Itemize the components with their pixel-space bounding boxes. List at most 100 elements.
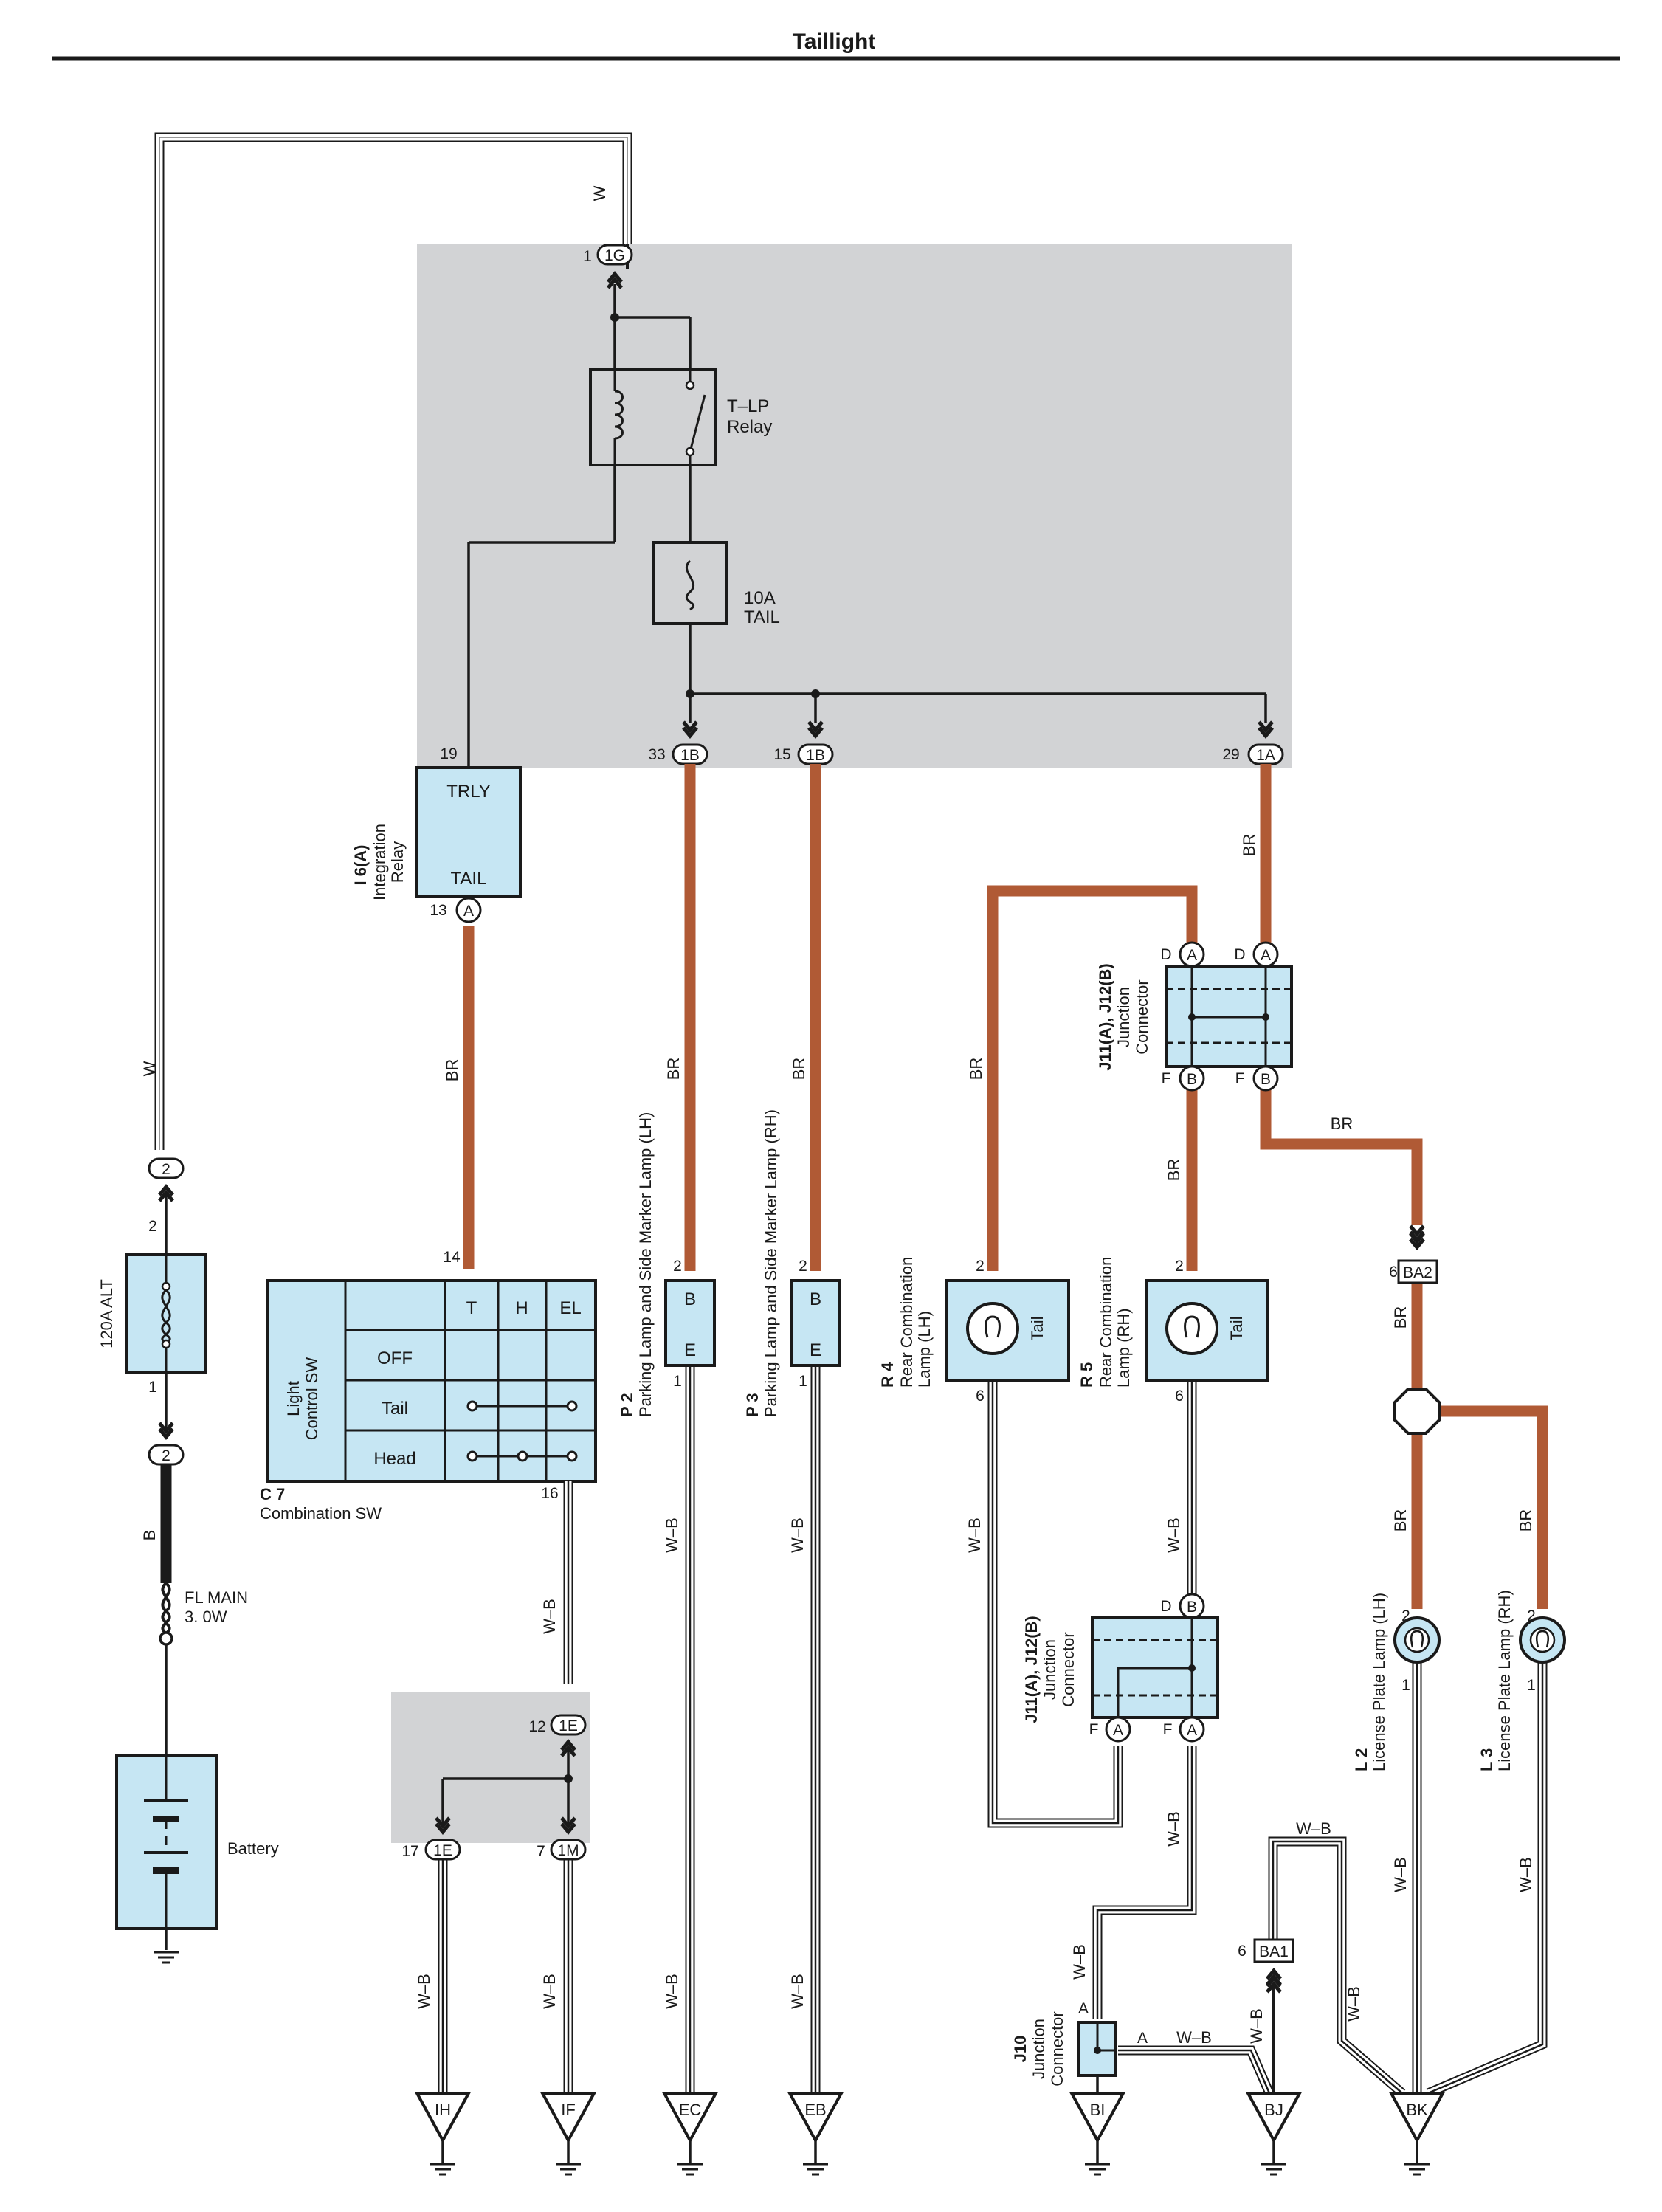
pin-15: 15 bbox=[773, 746, 790, 763]
pin-2-r4: 2 bbox=[976, 1258, 985, 1275]
br-splice bbox=[1393, 1388, 1441, 1435]
wb-label-14: W–B bbox=[1296, 1819, 1331, 1838]
license-lh-code: L 2 bbox=[1352, 1748, 1370, 1771]
rear-rh-tail: Tail bbox=[1227, 1316, 1246, 1340]
fuse-120a-alt bbox=[125, 1253, 207, 1374]
parking-lh-code: P 2 bbox=[618, 1393, 636, 1417]
connector-1g-label: 1G bbox=[604, 247, 625, 264]
junction-connector-top bbox=[1165, 965, 1293, 1068]
pin-6-ba2: 6 bbox=[1389, 1264, 1398, 1281]
rear-rh-name2: Lamp (RH) bbox=[1114, 1308, 1133, 1388]
tlp-relay bbox=[589, 368, 717, 466]
connector-1b-b-label: 1B bbox=[806, 747, 825, 764]
pin-1-alt: 1 bbox=[148, 1379, 157, 1396]
license-rh-name: License Plate Lamp (RH) bbox=[1495, 1590, 1514, 1771]
pin-6-ba1: 6 bbox=[1238, 1943, 1246, 1960]
jc-top-pin-b1 bbox=[1179, 1065, 1205, 1092]
parking-lamp-lh bbox=[664, 1279, 716, 1367]
ground-bi-label: BI bbox=[1090, 2101, 1106, 2119]
jc-top-pin-b2 bbox=[1252, 1065, 1279, 1092]
battery bbox=[115, 1754, 218, 1930]
br-label-2: BR bbox=[664, 1058, 683, 1081]
wb-label-8: W–B bbox=[965, 1517, 984, 1553]
ground-bk-label: BK bbox=[1406, 2101, 1428, 2119]
br-label-1: BR bbox=[443, 1059, 461, 1082]
rear-lh-code: R 4 bbox=[878, 1362, 897, 1388]
w-wire-loop bbox=[154, 132, 632, 1150]
ground-if-label: IF bbox=[561, 2101, 576, 2119]
connector-1m bbox=[550, 1839, 587, 1861]
pin-1-l2: 1 bbox=[1401, 1677, 1410, 1694]
license-lh-name: License Plate Lamp (LH) bbox=[1370, 1593, 1388, 1771]
parking-rh-name: Parking Lamp and Side Marker Lamp (RH) bbox=[762, 1109, 780, 1417]
fuse-10a-name: TAIL bbox=[744, 607, 780, 627]
pin-1-p3: 1 bbox=[799, 1373, 807, 1390]
pin-2-p3: 2 bbox=[799, 1258, 807, 1275]
pin-17: 17 bbox=[401, 1843, 418, 1860]
jc-top-pin-b1-label: B bbox=[1187, 1071, 1197, 1088]
license-rh-code: L 3 bbox=[1477, 1748, 1496, 1771]
battery-ground bbox=[152, 1951, 180, 1964]
fusible-link-fl-main bbox=[159, 1582, 173, 1646]
page-title: Taillight bbox=[793, 30, 876, 54]
jc-top-d1: D bbox=[1160, 946, 1171, 963]
pin-14: 14 bbox=[443, 1249, 461, 1266]
j10-code: J10 bbox=[1011, 2036, 1030, 2063]
integration-relay-pin-a-label: A bbox=[463, 903, 474, 920]
integration-relay-tail: TAIL bbox=[451, 869, 487, 889]
jc-low-name2: Connector bbox=[1059, 1632, 1077, 1707]
tlp-relay-name: T–LP bbox=[727, 396, 769, 416]
combo-row-off: OFF bbox=[377, 1348, 413, 1368]
combo-col-t: T bbox=[466, 1298, 477, 1318]
connector-2-bottom-label: 2 bbox=[162, 1447, 170, 1464]
connector-1g bbox=[596, 244, 633, 266]
parking-rh-code: P 3 bbox=[743, 1393, 762, 1417]
parking-rh-b: B bbox=[810, 1289, 821, 1309]
wb-label-1: W–B bbox=[540, 1599, 559, 1634]
combo-side-label-2: Control SW bbox=[303, 1357, 321, 1441]
wb-label-9: W–B bbox=[1165, 1517, 1183, 1553]
pin-2-l2: 2 bbox=[1401, 1608, 1410, 1624]
parking-lh-b: B bbox=[684, 1289, 696, 1309]
fl-main-label: FL MAIN bbox=[185, 1588, 248, 1607]
integration-relay-trly: TRLY bbox=[446, 782, 491, 802]
pin-12: 12 bbox=[528, 1718, 545, 1735]
jc-top-d2: D bbox=[1234, 946, 1245, 963]
parking-lamp-rh bbox=[790, 1279, 841, 1367]
connector-1b-a-label: 1B bbox=[680, 747, 700, 764]
jc-low-pin-b-label: B bbox=[1187, 1599, 1197, 1616]
fuse-10a-rating: 10A bbox=[744, 588, 776, 608]
jc-low-f2: F bbox=[1163, 1721, 1173, 1738]
ground-bk bbox=[1388, 2092, 1446, 2176]
b-wire-label: B bbox=[140, 1530, 159, 1541]
pin-1-p2: 1 bbox=[673, 1373, 682, 1390]
pin-13: 13 bbox=[430, 902, 446, 919]
jc-top-f2: F bbox=[1235, 1070, 1245, 1087]
br-label-3: BR bbox=[790, 1058, 808, 1081]
fuse-10a-tail bbox=[652, 541, 728, 625]
connector-1e-top bbox=[550, 1714, 587, 1736]
pin-2-alt: 2 bbox=[148, 1218, 157, 1235]
wb-label-13: W–B bbox=[1247, 2008, 1266, 2044]
combo-side-label-1: Light bbox=[284, 1381, 303, 1416]
pin-1-l3: 1 bbox=[1527, 1677, 1536, 1694]
rear-combination-lamp-rh bbox=[1145, 1279, 1269, 1382]
br-label-6: BR bbox=[1165, 1159, 1183, 1182]
relay-internal-wiring bbox=[467, 284, 1267, 768]
combo-name: Combination SW bbox=[260, 1504, 382, 1523]
pin-2-l3: 2 bbox=[1527, 1608, 1536, 1624]
connector-1e-top-label: 1E bbox=[559, 1717, 578, 1734]
license-plate-lamp-rh bbox=[1519, 1616, 1566, 1664]
fuse-120a-alt-label: 120A ALT bbox=[97, 1279, 116, 1348]
rear-lh-name2: Lamp (LH) bbox=[915, 1311, 934, 1388]
license-plate-lamp-lh bbox=[1393, 1616, 1441, 1664]
relay-block-panel bbox=[417, 244, 1292, 768]
pin-6-r5: 6 bbox=[1175, 1388, 1184, 1405]
br-label-7: BR bbox=[1331, 1114, 1354, 1133]
ground-ih bbox=[414, 2092, 472, 2176]
combo-row-tail: Tail bbox=[382, 1399, 408, 1419]
br-label-8: BR bbox=[1391, 1306, 1410, 1329]
combo-row-head: Head bbox=[373, 1449, 416, 1469]
jc-low-pin-a1-label: A bbox=[1113, 1722, 1123, 1739]
connector-2-top-label: 2 bbox=[162, 1161, 170, 1178]
